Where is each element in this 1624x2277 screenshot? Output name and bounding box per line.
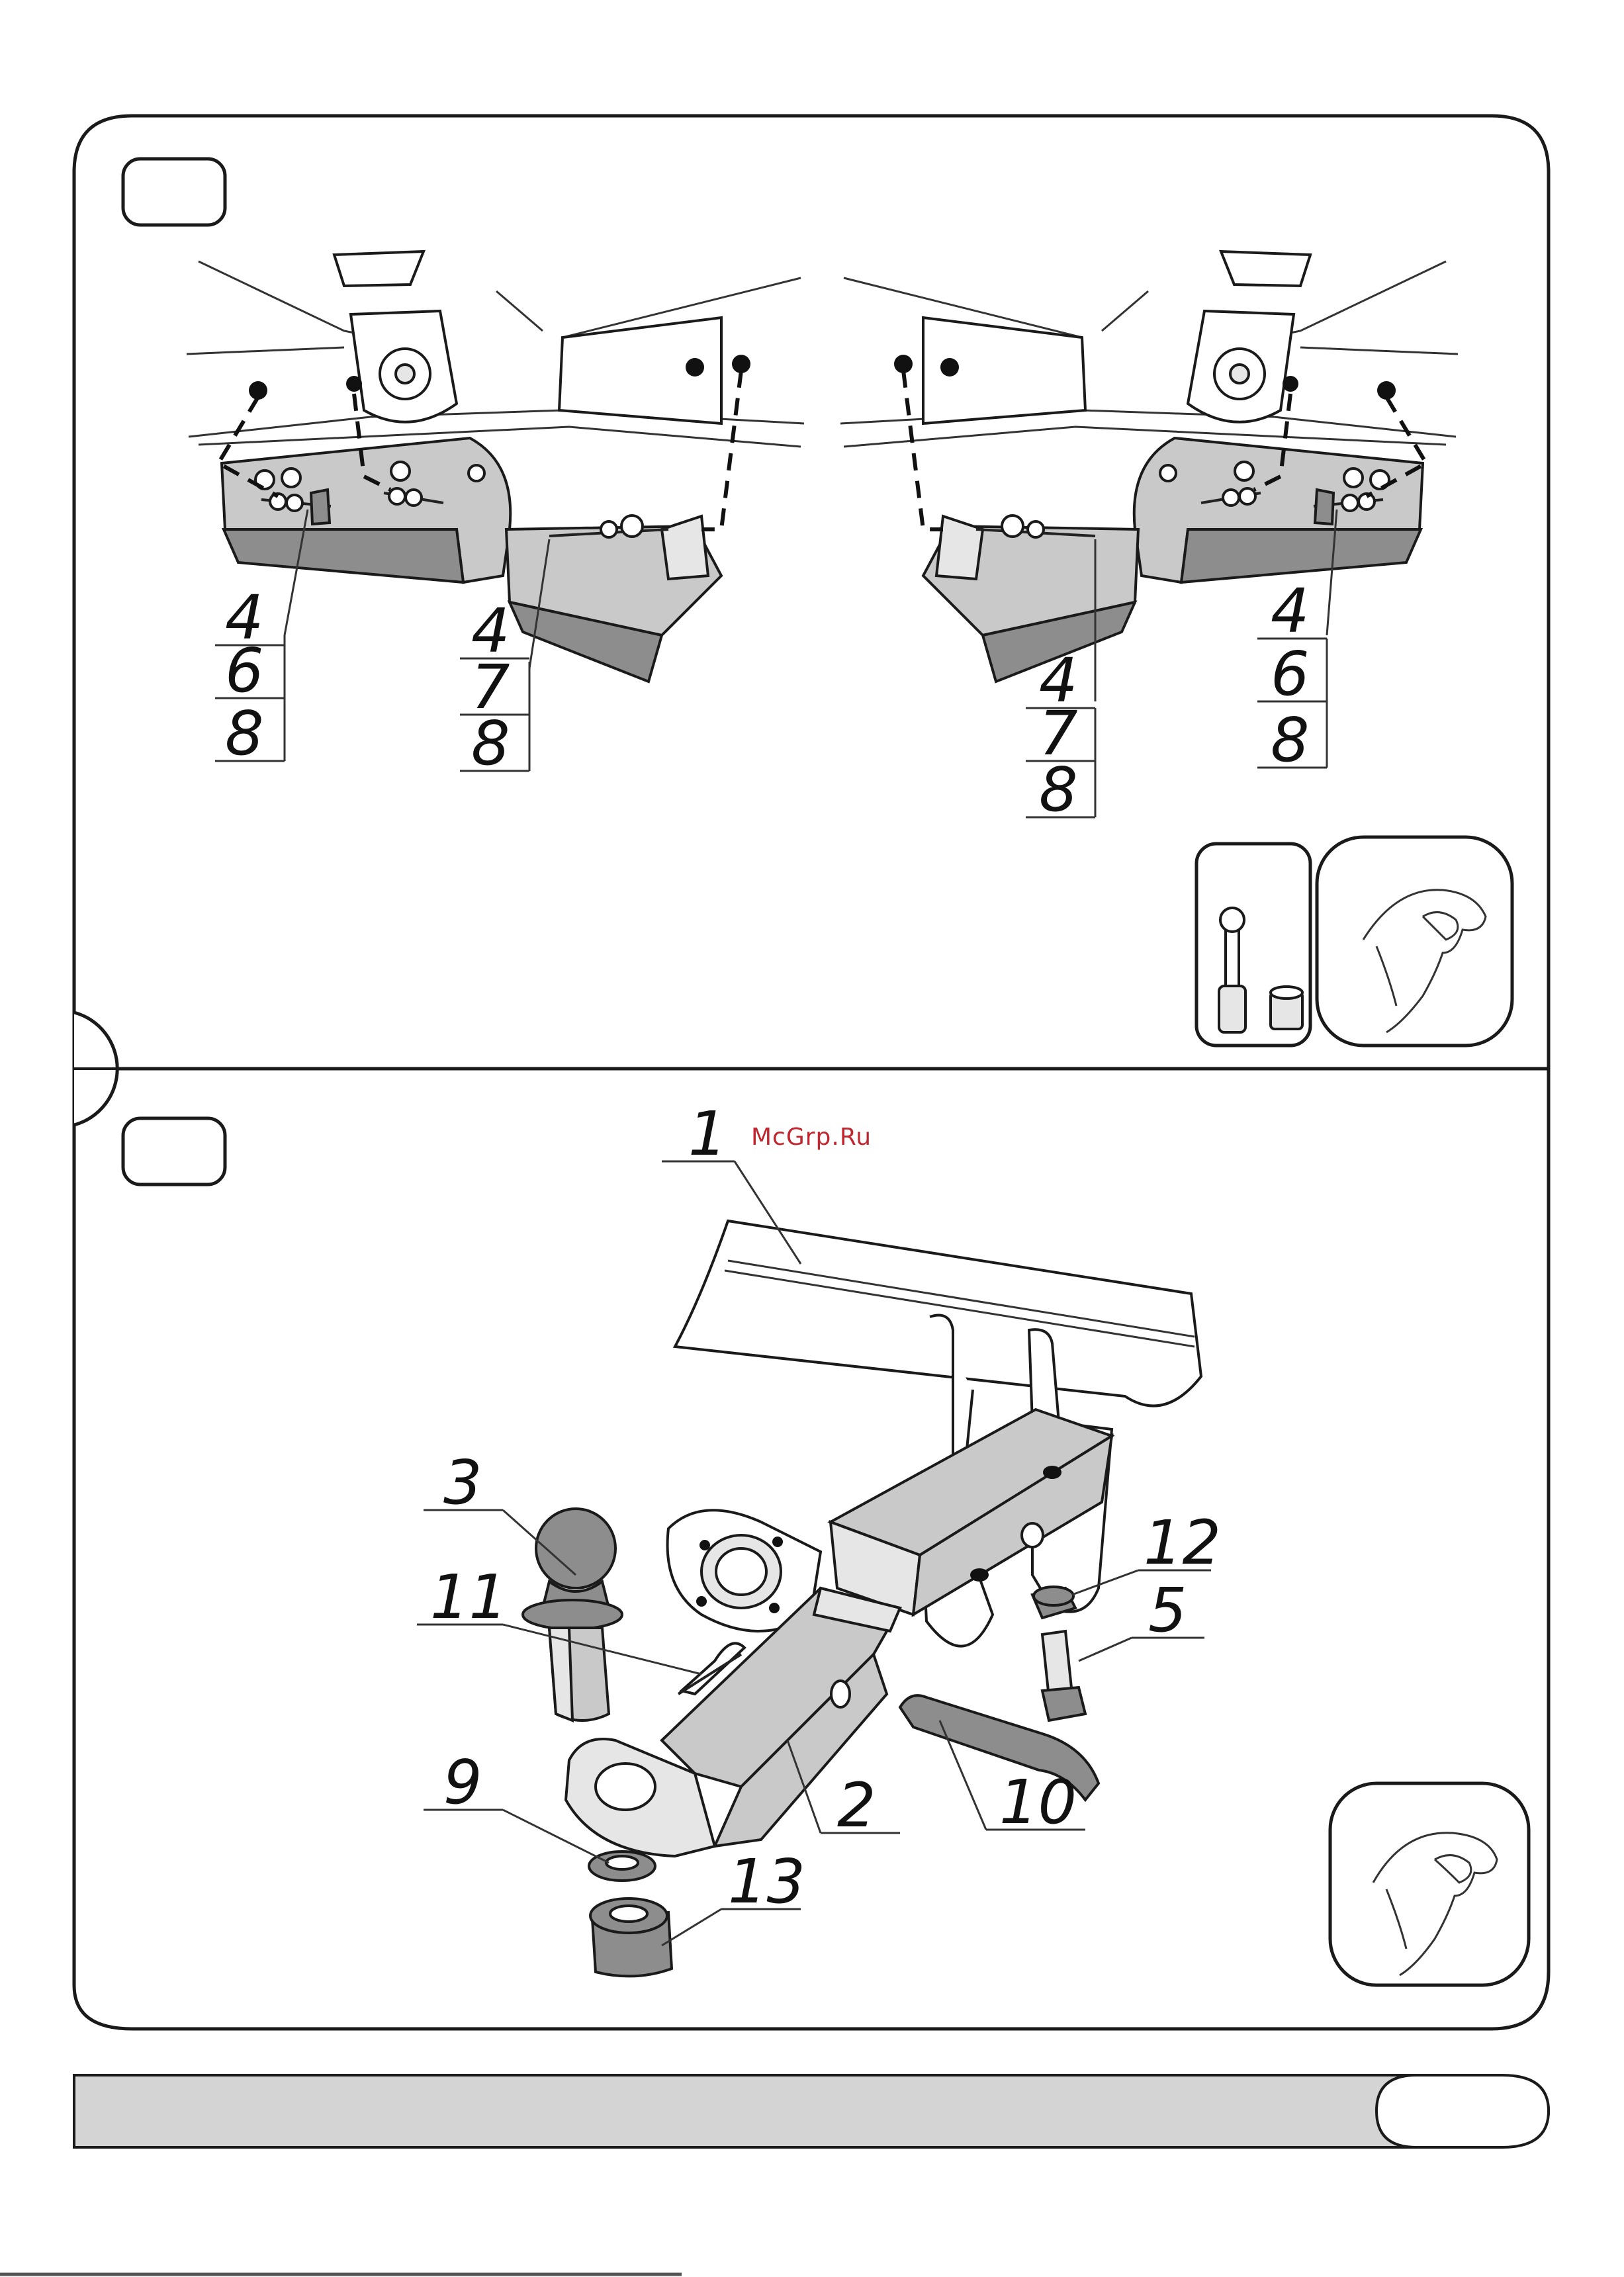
- callout-label: 6: [225, 635, 264, 706]
- callout-stack-left-outer: 4 6 8: [215, 582, 285, 769]
- socket-wrench-icon: [1196, 844, 1310, 1046]
- callout-socket-plug: 9: [443, 1747, 482, 1818]
- callout-label: 8: [1039, 754, 1078, 825]
- step-badge-top: [123, 159, 225, 225]
- page-number-box: [1376, 2075, 1549, 2147]
- callout-stack-right-outer: 4 6 8: [1257, 576, 1327, 776]
- callout-cotter-pin: 11: [430, 1562, 508, 1632]
- exploded-hitch-view: [523, 1221, 1201, 1976]
- callout-label: 6: [1271, 639, 1310, 709]
- step-badge-bottom: [123, 1118, 225, 1184]
- callout-tow-ball: 3: [443, 1447, 482, 1518]
- callout-label: 4: [1271, 576, 1310, 647]
- footer-bar: [74, 2075, 1549, 2147]
- callout-label: 8: [471, 708, 510, 779]
- hand-tighten-icon: [1317, 837, 1512, 1046]
- callout-label: 8: [1271, 705, 1310, 776]
- callout-bolt: 5: [1148, 1575, 1187, 1646]
- right-side-mounting-view: [840, 251, 1458, 701]
- hand-tighten-icon: [1330, 1783, 1529, 1985]
- callout-hitch-pin: 10: [999, 1767, 1077, 1838]
- callout-hitch-bar: 2: [837, 1770, 876, 1841]
- callout-stack-right-inner: 4 7 8: [1026, 645, 1095, 825]
- callout-nut-small: 12: [1144, 1507, 1221, 1578]
- watermark-text: McGrp.Ru: [751, 1124, 872, 1151]
- callout-label: 8: [225, 698, 264, 769]
- callout-beam: 1: [688, 1098, 727, 1169]
- callout-nut-large: 13: [728, 1846, 805, 1917]
